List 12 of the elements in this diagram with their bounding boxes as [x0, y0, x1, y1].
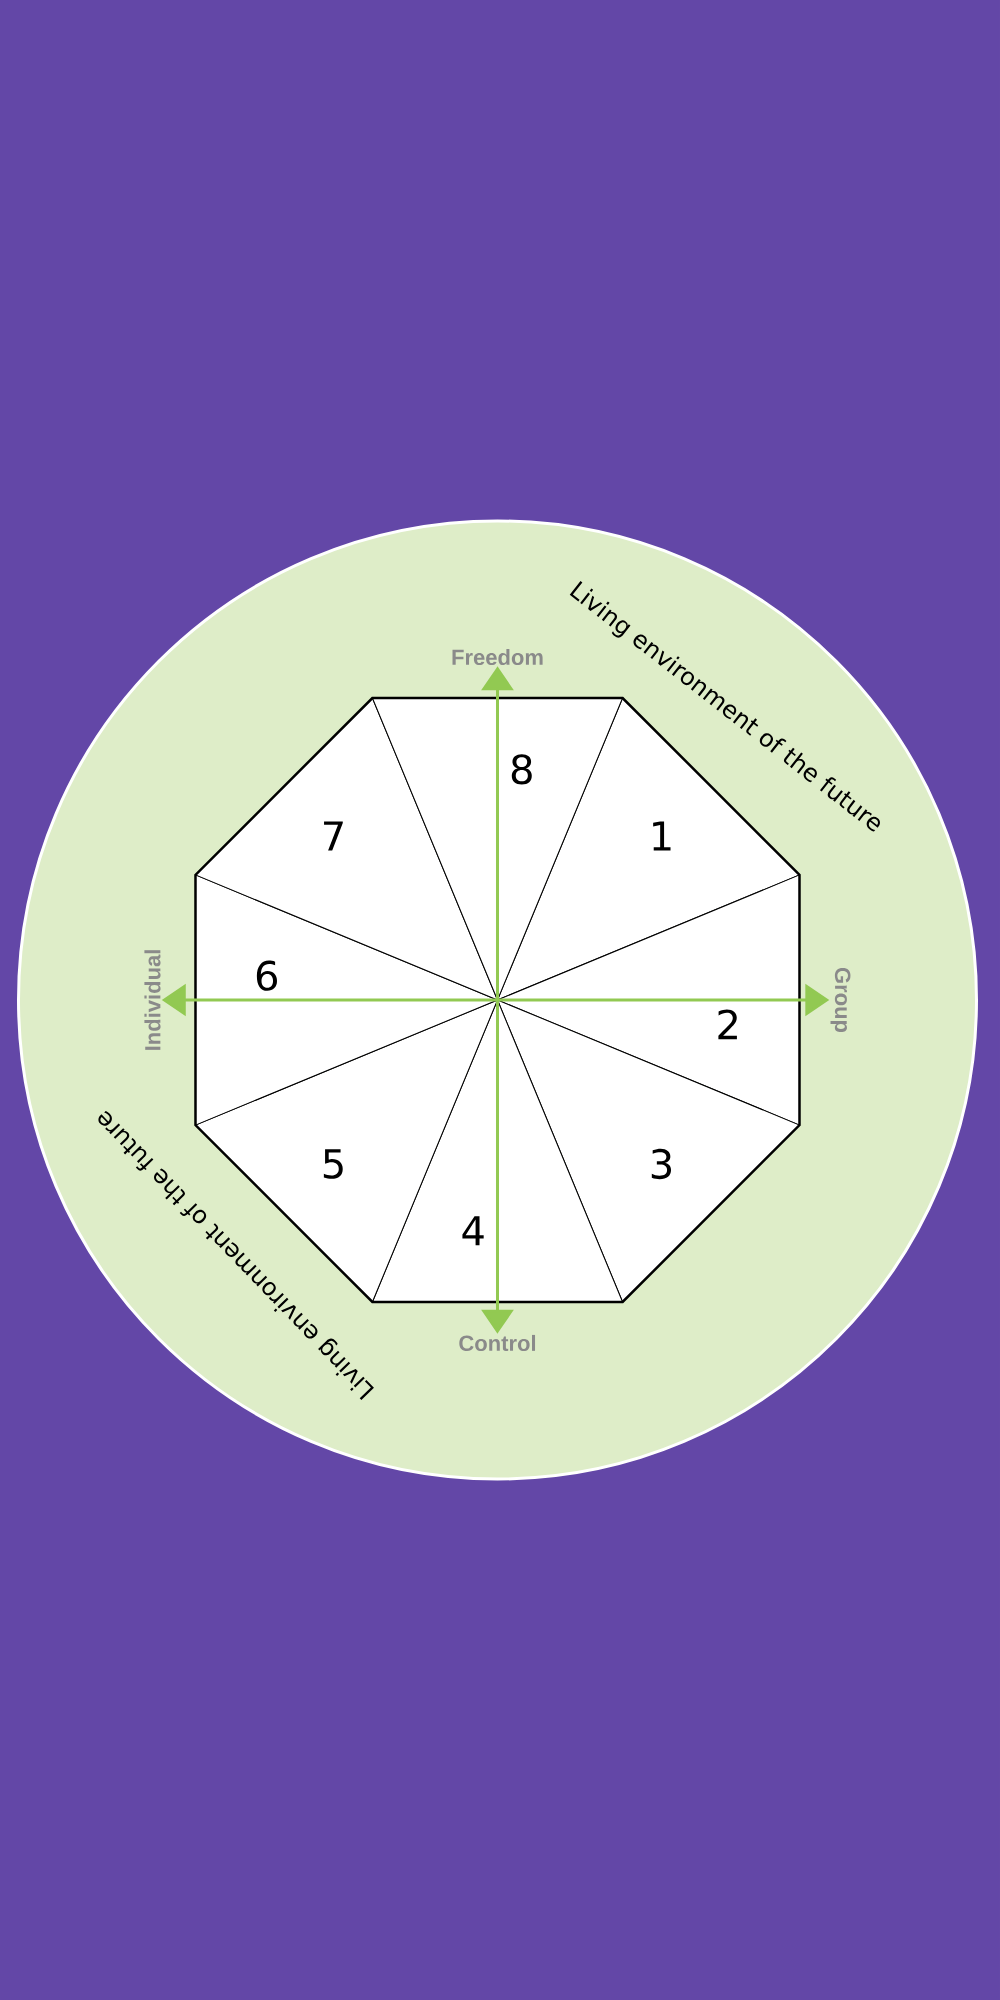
sector-number: 2	[718, 1009, 737, 1040]
sector-number: 4	[462, 1216, 484, 1246]
sector-number: 8	[511, 754, 532, 785]
axis-label: Group	[830, 967, 851, 1033]
axis-label: Individual	[144, 950, 161, 1050]
sector-number: 6	[256, 960, 277, 991]
sector-number: 5	[323, 1149, 343, 1179]
axis-label: Control	[459, 1334, 536, 1352]
sector-number: 7	[324, 821, 343, 851]
sector-number: 1	[653, 821, 671, 851]
axis-label: Freedom	[452, 648, 543, 666]
sector-number: 3	[651, 1148, 671, 1180]
